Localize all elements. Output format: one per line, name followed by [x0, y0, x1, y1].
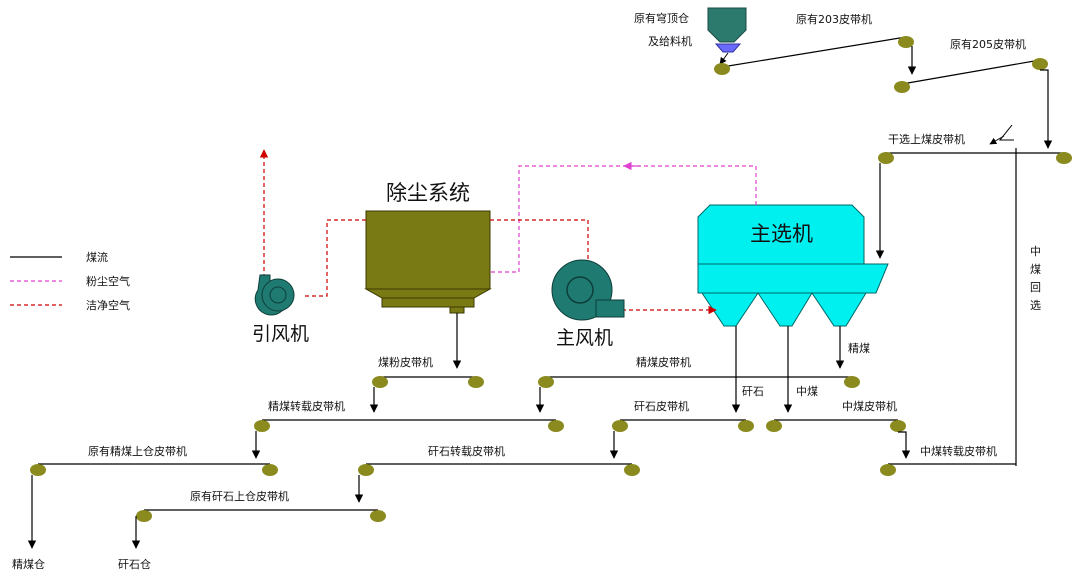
clean-coal-conveyor-label: 精煤皮带机	[636, 355, 691, 369]
dust-system-outlet	[449, 306, 465, 314]
legend-coal-flow-label: 煤流	[86, 250, 108, 264]
dust-system-base	[381, 297, 475, 308]
dome-bin-label-line2: 及给料机	[648, 34, 692, 48]
main-fan-outlet	[595, 299, 625, 318]
conveyor-203-belt	[721, 36, 907, 68]
gangue-bin-feed-label: 原有矸石上仓皮带机	[190, 489, 289, 503]
separator-hopper-gangue	[701, 292, 759, 327]
clean-coal-product-label: 精煤	[848, 342, 870, 355]
coal-powder-tail-roller	[372, 376, 388, 388]
clean-coal-transfer-label: 精煤转载皮带机	[268, 399, 345, 413]
middling-transfer-conveyor: 中煤转载皮带机	[880, 444, 1016, 476]
gangue-tail-roller	[612, 420, 628, 432]
feeder-body	[714, 43, 742, 53]
clean-coal-bin-feed-tail-roller	[30, 464, 46, 476]
gangue-transfer-label: 矸石转载皮带机	[428, 444, 505, 458]
clean-coal-head-roller	[844, 376, 860, 388]
recycle-chute	[998, 124, 1014, 141]
gangue-head-roller	[738, 420, 754, 432]
middling-recycle-loop: 中 煤 回 选	[1015, 148, 1041, 466]
middling-discharge-arrow-2	[898, 431, 911, 459]
middling-head-roller	[890, 420, 906, 432]
middling-product-label: 中煤	[796, 385, 818, 398]
recycle-char-3: 回	[1030, 281, 1041, 294]
conveyor-203-label: 原有203皮带机	[796, 12, 872, 26]
legend: 煤流 粉尘空气 洁净空气	[10, 250, 130, 312]
main-fan-label: 主风机	[556, 327, 613, 349]
middling-conveyor: 中煤皮带机	[766, 399, 911, 459]
dust-collection-system: 除尘系统	[364, 181, 492, 369]
induced-fan-label: 引风机	[252, 323, 309, 345]
gangue-transfer-head-roller	[624, 464, 640, 476]
dry-feed-conveyor: 干选上煤皮带机	[875, 124, 1072, 259]
conveyor-205-belt	[901, 59, 1041, 85]
gangue-bin-feed-conveyor: 原有矸石上仓皮带机	[131, 489, 386, 549]
induced-fan: 引风机	[252, 274, 309, 345]
legend-clean-air-label: 洁净空气	[86, 298, 130, 312]
induced-fan-casing	[261, 278, 295, 312]
legend-dusty-air-label: 粉尘空气	[86, 274, 130, 288]
gangue-bin-feed-tail-roller	[136, 510, 152, 522]
recycle-char-4: 选	[1030, 299, 1041, 312]
coal-powder-conveyor: 煤粉皮带机	[369, 355, 484, 413]
separator-hopper-middling	[757, 292, 813, 327]
gangue-bin-feed-head-roller	[370, 510, 386, 522]
dusty-air-duct	[491, 165, 757, 273]
dry-feed-tail-roller	[878, 152, 894, 164]
dry-feed-head-roller	[1056, 152, 1072, 164]
dry-feed-label: 干选上煤皮带机	[888, 132, 965, 146]
dome-bin-feeder: 原有穹顶仓 及给料机	[634, 7, 747, 65]
middling-transfer-tail-roller	[880, 464, 896, 476]
coal-powder-head-roller	[468, 376, 484, 388]
gangue-conveyor-label: 矸石皮带机	[634, 399, 689, 413]
gangue-transfer-tail-roller	[358, 464, 374, 476]
clean-air-duct-to-fan	[305, 219, 366, 297]
feeder-discharge-arrow	[719, 52, 729, 65]
separator-hopper-clean	[811, 292, 867, 327]
clean-coal-bin-label: 精煤仓	[12, 557, 45, 571]
clean-coal-transfer-tail-roller	[254, 420, 270, 432]
middling-tail-roller	[766, 420, 782, 432]
dust-system-hopper	[364, 288, 492, 299]
conveyor-205-label: 原有205皮带机	[950, 37, 1026, 51]
middling-conveyor-label: 中煤皮带机	[842, 399, 897, 413]
conveyor-203: 原有203皮带机	[714, 12, 917, 75]
gangue-product-label: 矸石	[742, 385, 764, 398]
main-separator: 主选机 矸石 中煤 精煤	[697, 204, 889, 413]
separator-deck	[697, 263, 889, 294]
conveyor-205-tail-roller	[894, 81, 910, 93]
dome-bin-label: 原有穹顶仓	[634, 11, 689, 25]
gangue-transfer-conveyor: 矸石转载皮带机	[354, 444, 640, 503]
clean-coal-conveyor: 精煤皮带机	[535, 355, 860, 413]
recycle-chute-arrow	[989, 135, 1005, 145]
gangue-conveyor: 矸石皮带机	[609, 399, 754, 459]
clean-coal-bin-feed-head-roller	[262, 464, 278, 476]
dust-system-body	[365, 210, 491, 290]
air-ducts	[259, 149, 757, 315]
conveyor-205-head-roller	[1032, 58, 1048, 70]
middling-transfer-label: 中煤转载皮带机	[920, 444, 997, 458]
clean-coal-transfer-conveyor: 精煤转载皮带机	[251, 399, 564, 459]
gangue-bin-label: 矸石仓	[118, 557, 151, 571]
conveyor-203-head-roller	[898, 36, 914, 48]
conveyor-203-tail-roller	[714, 63, 730, 75]
clean-coal-transfer-head-roller	[548, 420, 564, 432]
clean-air-duct-to-main-fan	[490, 219, 589, 262]
recycle-char-1: 中	[1030, 245, 1041, 258]
dome-bin-hopper	[707, 7, 747, 43]
main-fan: 主风机	[551, 259, 625, 349]
clean-coal-tail-roller	[538, 376, 554, 388]
main-fan-impeller	[566, 276, 594, 304]
conveyor-205: 原有205皮带机	[894, 37, 1053, 149]
coal-powder-label: 煤粉皮带机	[378, 355, 433, 369]
conveyor-205-discharge-arrow	[1040, 69, 1053, 149]
main-separator-label: 主选机	[750, 222, 813, 246]
clean-coal-bin-feed-conveyor: 原有精煤上仓皮带机	[27, 444, 278, 549]
recycle-char-2: 煤	[1030, 263, 1041, 276]
clean-coal-bin-feed-label: 原有精煤上仓皮带机	[88, 444, 187, 458]
dust-system-label: 除尘系统	[386, 181, 470, 205]
induced-fan-impeller	[269, 286, 287, 304]
